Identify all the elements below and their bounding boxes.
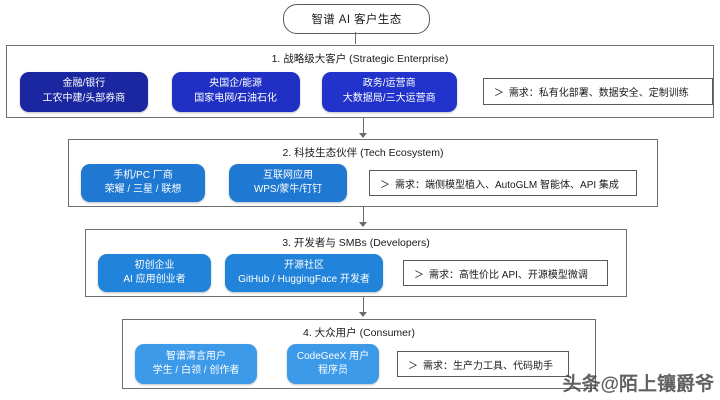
connector-root-to-tier1: [355, 32, 356, 44]
requirement-text: 需求：生产力工具、代码助手: [423, 360, 553, 372]
chip-soe-energy[interactable]: 央国企/能源 国家电网/石油石化: [171, 71, 300, 112]
watermark: 头条@陌上镶爵爷: [562, 374, 714, 395]
tier-body: 智谱清言用户 学生 / 白领 / 创作者 CodeGeeX 用户 程序员 ＞ 需…: [123, 340, 595, 388]
connector-tier2-to-tier3: [363, 207, 364, 224]
requirement-text: 需求：端侧模型植入、AutoGLM 智能体、API 集成: [395, 179, 619, 191]
chip-startups[interactable]: 初创企业 AI 应用创业者: [98, 254, 211, 292]
tier-tech-ecosystem: 2. 科技生态伙伴 (Tech Ecosystem) 手机/PC 厂商 荣耀 /…: [68, 139, 658, 207]
tier-body: 金融/银行 工农中建/头部券商 央国企/能源 国家电网/石油石化 政务/运营商 …: [7, 66, 714, 117]
root-node: 智谱 AI 客户生态: [283, 4, 430, 34]
chip-line1: 金融/银行: [62, 78, 106, 89]
root-node-label: 智谱 AI 客户生态: [311, 14, 402, 26]
requirement-text: 需求：私有化部署、数据安全、定制训练: [508, 88, 689, 99]
tier-title: 3. 开发者与 SMBs (Developers): [282, 237, 430, 249]
chip-line2: GitHub / HuggingFace 开发者: [238, 274, 370, 285]
arrowhead-tier3: [359, 222, 367, 227]
arrowhead-tier2: [359, 133, 367, 138]
requirement-text: 需求：高性价比 API、开源模型微调: [429, 269, 588, 281]
caret-icon: ＞: [408, 360, 418, 372]
chip-line2: 工农中建/头部券商: [42, 92, 126, 104]
chip-government-carrier[interactable]: 政务/运营商 大数据局/三大运营商: [321, 71, 457, 112]
chip-internet-apps[interactable]: 互联网应用 WPS/蒙牛/钉钉: [229, 164, 347, 202]
chip-line2: AI 应用创业者: [123, 274, 186, 285]
tier-body: 初创企业 AI 应用创业者 开源社区 GitHub / HuggingFace …: [86, 250, 626, 296]
tier-title: 4. 大众用户 (Consumer): [302, 327, 416, 339]
chip-line1: 开源社区: [284, 259, 324, 271]
connector-tier1-to-tier2: [363, 118, 364, 135]
caret-icon: ＞: [414, 269, 424, 281]
chip-line1: CodeGeeX 用户: [296, 350, 370, 362]
tier-title: 2. 科技生态伙伴 (Tech Ecosystem): [282, 147, 444, 159]
caret-icon: ＞: [493, 88, 504, 99]
chip-line1: 手机/PC 厂商: [113, 169, 173, 181]
caret-icon: ＞: [380, 179, 390, 191]
tier-strategic-enterprise: 1. 战略级大客户 (Strategic Enterprise) 金融/银行 工…: [6, 45, 714, 118]
chip-codegeex-users[interactable]: CodeGeeX 用户 程序员: [287, 344, 379, 384]
tier-consumer: 4. 大众用户 (Consumer) 智谱清言用户 学生 / 白领 / 创作者 …: [122, 319, 596, 389]
chip-line2: 大数据局/三大运营商: [342, 92, 436, 104]
chip-line1: 初创企业: [134, 259, 175, 271]
chip-phone-pc-oem[interactable]: 手机/PC 厂商 荣耀 / 三星 / 联想: [81, 164, 205, 202]
chip-line2: 程序员: [318, 365, 348, 376]
arrowhead-tier4: [359, 312, 367, 317]
requirement-box-tier1: ＞ 需求：私有化部署、数据安全、定制训练: [482, 78, 714, 105]
chip-line1: 央国企/能源: [209, 78, 263, 89]
tier-developers-smbs: 3. 开发者与 SMBs (Developers) 初创企业 AI 应用创业者 …: [85, 229, 627, 297]
chip-finance-banking[interactable]: 金融/银行 工农中建/头部券商: [20, 71, 148, 112]
chip-line2: 荣耀 / 三星 / 联想: [104, 184, 182, 195]
connector-tier3-to-tier4: [363, 297, 364, 314]
requirement-box-tier2: ＞ 需求：端侧模型植入、AutoGLM 智能体、API 集成: [369, 170, 637, 196]
chip-line1: 政务/运营商: [362, 78, 416, 89]
chip-line1: 智谱清言用户: [166, 350, 226, 362]
chip-chatglm-users[interactable]: 智谱清言用户 学生 / 白领 / 创作者: [135, 344, 257, 384]
tier-title: 1. 战略级大客户 (Strategic Enterprise): [271, 53, 449, 65]
chip-line2: 学生 / 白领 / 创作者: [152, 365, 240, 376]
requirement-box-tier3: ＞ 需求：高性价比 API、开源模型微调: [403, 260, 608, 286]
chip-open-source-community[interactable]: 开源社区 GitHub / HuggingFace 开发者: [225, 254, 383, 292]
tier-body: 手机/PC 厂商 荣耀 / 三星 / 联想 互联网应用 WPS/蒙牛/钉钉 ＞ …: [69, 160, 657, 206]
chip-line1: 互联网应用: [263, 169, 313, 181]
chip-line2: WPS/蒙牛/钉钉: [253, 184, 323, 195]
requirement-box-tier4: ＞ 需求：生产力工具、代码助手: [397, 351, 569, 377]
chip-line2: 国家电网/石油石化: [194, 92, 278, 104]
